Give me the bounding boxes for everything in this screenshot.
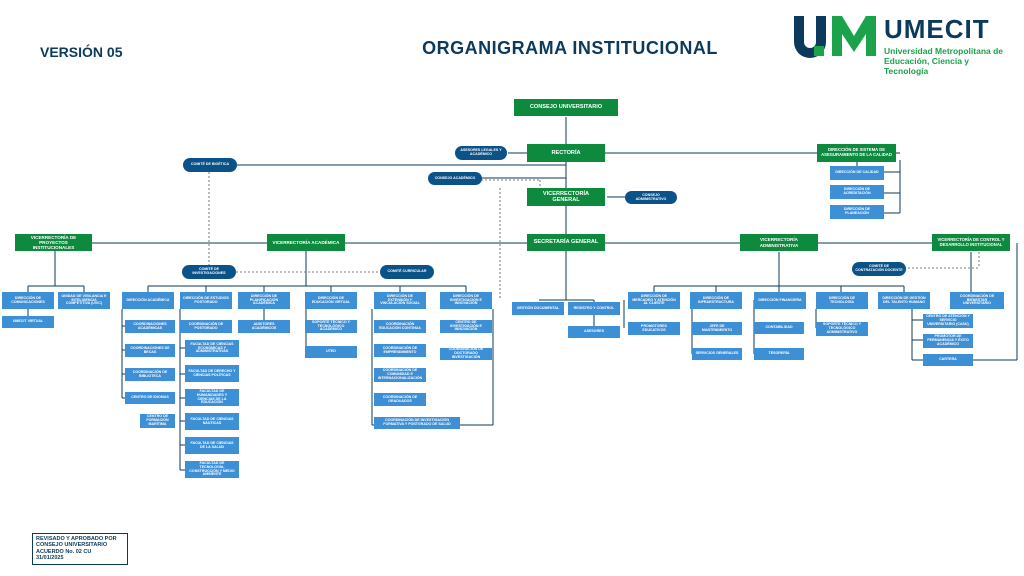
centro-formacion-maritima: CENTRO DE FORMACIÓN MARÍTIMA (140, 414, 175, 428)
servicios-generales: SERVICIOS GENERALES (692, 348, 742, 360)
dir-postgrado: DIRECCIÓN DE ESTUDIOS POSTGRADO (180, 292, 232, 309)
dir-academica: DIRECCIÓN ACADÉMICA (122, 292, 174, 309)
centro-atencion-casu: CENTRO DE ATENCIÓN Y SERVICIO UNIVERSITA… (923, 314, 973, 328)
promotores-educativos: PROMOTORES EDUCATIVOS (628, 322, 680, 335)
cartera: CARTERA (923, 354, 973, 366)
promotor-permanencia: PROMOTOR DE PERMANENCIA Y ÉXITO ACADÉMIC… (923, 334, 973, 348)
umecit-logo: UMECIT Universidad Metropolitana de Educ… (790, 12, 1010, 76)
gestion-documental: GESTIÓN DOCUMENTAL (512, 302, 564, 315)
vicerrectoria-general: VICERRECTORÍA GENERAL (527, 188, 605, 206)
coord-investigacion-formativa: COORDINACIÓN DE INVESTIGACIÓN FORMATIVA … (374, 417, 460, 429)
dir-talento-humano: DIRECCIÓN DE GESTIÓN DEL TALENTO HUMANO (878, 292, 930, 309)
approval-line4: 31/01/2025 (36, 554, 64, 561)
approval-line3: ACUERDO No. 02 CU (36, 548, 92, 555)
comite-contratacion-docente: COMITÉ DE CONTRATACIÓN DOCENTE (852, 262, 906, 276)
vr-administrativa: VICERRECTORÍA ADMINISTRATIVA (740, 234, 818, 251)
dir-planeacion: DIRECCIÓN DE PLANEACIÓN (830, 205, 884, 219)
coord-postgrado: COORDINACIÓN DE POSTGRADO (180, 320, 232, 333)
unidad-vigilancia: UNIDAD DE VIGILANCIA E INTELIGENCIA COMP… (58, 292, 110, 309)
dir-tecnologia: DIRECCIÓN DE TECNOLOGÍA (816, 292, 868, 309)
umecit-logo-mark (794, 16, 876, 58)
dir-planificacion-academica: DIRECCIÓN DE PLANIFICACIÓN ACADÉMICA (238, 292, 290, 309)
dir-acreditacion: DIRECCIÓN DE ACREDITACIÓN (830, 185, 884, 199)
coord-graduados: COORDINACIÓN DE GRADUADOS (374, 393, 426, 406)
coord-becas: COORDINACIONES DE BECAS (125, 344, 175, 357)
centro-investigacion: CENTRO DE INVESTIGACIÓN E INNOVACIÓN (440, 320, 492, 333)
umecit-virtual: UMECIT VIRTUAL (2, 316, 54, 328)
coord-academicas: COORDINACIONES ACADÉMICAS (125, 320, 175, 333)
dir-educacion-virtual: DIRECCIÓN DE EDUCACIÓN VIRTUAL (305, 292, 357, 309)
vr-academica: VICERRECTORÍA ACADÉMICA (267, 234, 345, 251)
coord-doctorado: COORDINACIÓN DE DOCTORADO INVESTIGACIÓN (440, 348, 492, 360)
approval-line1: REVISADO Y APROBADO POR (36, 536, 117, 542)
soporte-tecnico-administrativo: SOPORTE TÉCNICO Y TECNOLÓGICO ADMINISTRA… (816, 322, 868, 336)
approval-line2: CONSEJO UNIVERSITARIO (36, 542, 108, 549)
version-label: VERSIÓN 05 (40, 44, 123, 60)
fac-economicas: FACULTAD DE CIENCIAS ECONÓMICAS Y ADMINI… (185, 340, 239, 357)
dir-mercadeo: DIRECCIÓN DE MERCADEO Y ATENCIÓN AL CLIE… (628, 292, 680, 309)
soporte-tecnico-academico: SOPORTE TÉCNICO Y TECNOLÓGICO ACADÉMICO (305, 320, 357, 333)
coord-bienestar: COORDINACIÓN DE BIENESTAR UNIVERSITARIO (950, 292, 1004, 309)
approval-note: REVISADO Y APROBADO POR CONSEJO UNIVERSI… (32, 533, 128, 565)
dir-investigacion: DIRECCIÓN DE INVESTIGACIÓN E INNOVACIÓN (440, 292, 492, 309)
dir-calidad: DIRECCIÓN DE CALIDAD (830, 166, 884, 180)
registro-control: REGISTRO Y CONTROL (568, 302, 620, 315)
vr-proyectos-institucionales: VICERRECTORÍA DE PROYECTOS INSTITUCIONAL… (15, 234, 92, 251)
dir-infraestructura: DIRECCIÓN DE INFRAESTRUCTURA (690, 292, 742, 309)
asesores-secretaria: ASESORES (568, 326, 620, 338)
logo-subtitle-line2: Educación, Ciencia y Tecnología (884, 56, 970, 76)
coord-comunidad: COORDINACIÓN DE COMUNIDAD E INTERNACIONA… (374, 368, 426, 382)
asesores-legales: ASESORES LEGALES Y ACADÉMICO (455, 146, 507, 160)
dir-aseguramiento-calidad: DIRECCIÓN DE SISTEMA DE ASEGURAMIENTO DE… (817, 144, 896, 162)
fac-derecho: FACULTAD DE DERECHO Y CIENCIAS POLÍTICAS (185, 365, 239, 382)
logo-subtitle-line1: Universidad Metropolitana de (884, 46, 1004, 56)
fac-nauticas: FACULTAD DE CIENCIAS NÁUTICAS (185, 413, 239, 430)
auditores-academicos: AUDITORES ACADÉMICOS (238, 320, 290, 333)
fac-tecnologia: FACULTAD DE TECNOLOGÍA, CONSTRUCCIÓN Y M… (185, 461, 239, 478)
comite-curricular: COMITÉ CURRICULAR (380, 265, 434, 279)
centro-idiomas: CENTRO DE IDIOMAS (125, 392, 175, 404)
dir-financiera: DIRECCIÓN FINANCIERA (754, 292, 806, 309)
consejo-universitario: CONSEJO UNIVERSITARIO (514, 99, 618, 116)
page-title: ORGANIGRAMA INSTITUCIONAL (422, 38, 718, 58)
coord-emprendimiento: COORDINACIÓN DE EMPRENDIMIENTO (374, 344, 426, 357)
uted: UTED (305, 346, 357, 358)
rectoria: RECTORÍA (527, 144, 605, 162)
dir-extension: DIRECCIÓN DE EXTENSIÓN Y VINCULACIÓN SOC… (374, 292, 426, 309)
comite-investigaciones: COMITÉ DE INVESTIGACIONES (182, 265, 236, 279)
consejo-administrativo: CONSEJO ADMINISTRATIVO (625, 191, 677, 204)
comite-bioetica: COMITÉ DE BIOÉTICA (183, 158, 237, 172)
logo-wordmark: UMECIT (884, 14, 990, 44)
dir-comunicaciones: DIRECCIÓN DE COMUNICACIONES (2, 292, 54, 309)
tesoreria: TESORERÍA (754, 348, 804, 360)
fac-salud: FACULTAD DE CIENCIAS DE LA SALUD (185, 437, 239, 454)
coord-educacion-continua: COORDINACIÓN EDUCACIÓN CONTINUA (374, 320, 426, 333)
coord-biblioteca: COORDINACIÓN DE BIBLIOTECA (125, 368, 175, 381)
fac-humanidades: FACULTAD DE HUMANIDADES Y CIENCIAS DE LA… (185, 389, 239, 406)
vr-control-desarrollo: VICERRECTORÍA DE CONTROL Y DESARROLLO IN… (932, 234, 1010, 251)
secretaria-general: SECRETARÍA GENERAL (527, 234, 605, 251)
consejo-academico: CONSEJO ACADÉMICO (428, 172, 482, 185)
contabilidad: CONTABILIDAD (754, 322, 804, 334)
jefe-mantenimiento: JEFE DE MANTENIMIENTO (692, 322, 742, 335)
logo-subtitle: Universidad Metropolitana de Educación, … (884, 46, 1010, 76)
